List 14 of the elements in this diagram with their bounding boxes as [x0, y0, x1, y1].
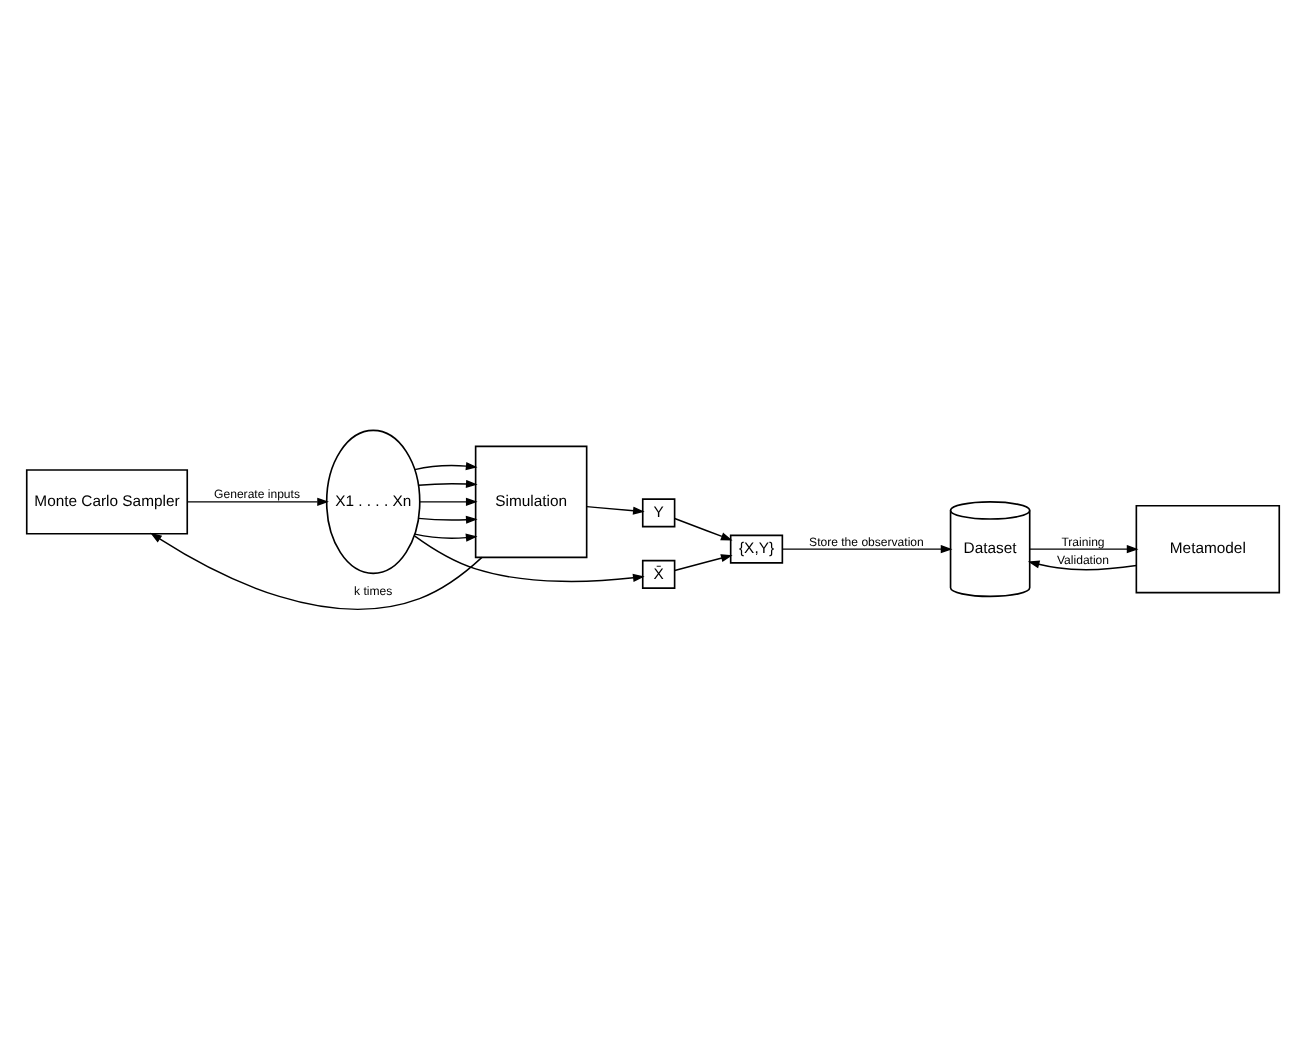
- arrow: [414, 533, 478, 542]
- arrow: [586, 505, 645, 515]
- arrow: [413, 535, 645, 583]
- arrow: [1027, 560, 1137, 571]
- arrow: [1029, 545, 1139, 554]
- arrow: [781, 545, 953, 554]
- arrow: [414, 462, 478, 471]
- arrow: [417, 479, 478, 489]
- arrow: [186, 497, 329, 506]
- arrow: [150, 532, 483, 610]
- arrow: [674, 517, 733, 541]
- arrow: [419, 497, 478, 506]
- arrow: [417, 515, 478, 524]
- arrow: [674, 554, 733, 572]
